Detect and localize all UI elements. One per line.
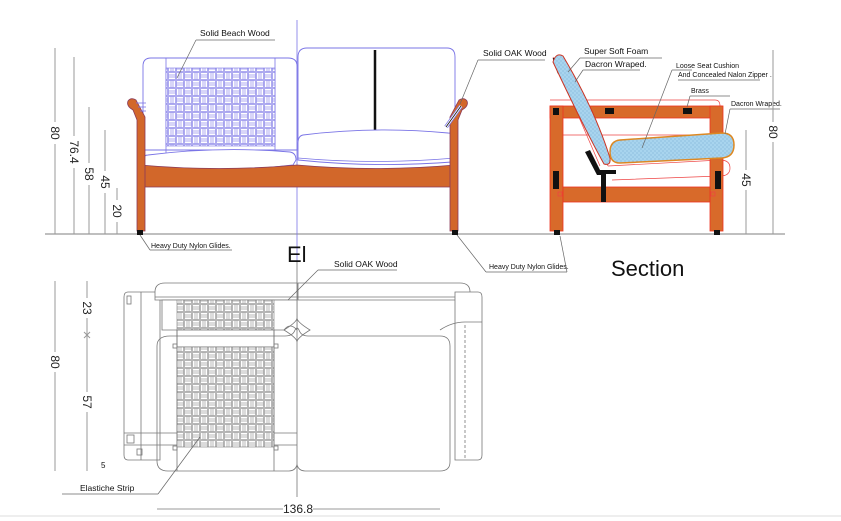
dim-76-4: 76.4 bbox=[67, 140, 81, 164]
label-dacron-back: Dacron Wraped. bbox=[585, 59, 647, 69]
plan-woven-panel-top bbox=[176, 299, 275, 331]
plan-dim-80: 80 bbox=[48, 355, 62, 369]
section-dim-45: 45 bbox=[739, 173, 753, 187]
elevation-dimensions: 80 76.4 58 45 20 bbox=[48, 48, 124, 234]
elevation-view: Solid Beach Wood Solid OAK Wood Heavy Du… bbox=[127, 20, 547, 267]
back-cushion-section bbox=[552, 54, 611, 165]
label-glides-section: Heavy Duty Nylon Glides. bbox=[489, 264, 569, 271]
dim-45: 45 bbox=[98, 175, 112, 189]
label-glides-elevation: Heavy Duty Nylon Glides. bbox=[151, 243, 231, 250]
label-super-soft-foam: Super Soft Foam bbox=[584, 46, 648, 56]
dim-58: 58 bbox=[82, 167, 96, 181]
plan-left-seat bbox=[156, 327, 451, 472]
label-solid-oak-wood-plan: Solid OAK Wood bbox=[334, 259, 398, 269]
plan-dim-width: 136.8 bbox=[283, 502, 313, 516]
section-lower-rail bbox=[562, 186, 711, 203]
plan-dim-57: 57 bbox=[80, 395, 94, 409]
seat-cushion-section bbox=[609, 132, 735, 164]
dim-80: 80 bbox=[48, 126, 62, 140]
right-glide bbox=[452, 230, 458, 235]
brass-fitting bbox=[683, 108, 692, 114]
plan-view: Solid OAK Wood Elastiche Strip 80 23 57 … bbox=[0, 259, 841, 517]
section-title: Section bbox=[611, 256, 684, 281]
right-arm-leg bbox=[449, 98, 468, 232]
section-dim-80: 80 bbox=[766, 125, 780, 139]
label-concealed-zipper: And Concealed Nalon Zipper . bbox=[678, 72, 772, 79]
back-bracket bbox=[585, 150, 616, 202]
left-glide bbox=[137, 230, 143, 235]
label-solid-oak-wood-elevation: Solid OAK Wood bbox=[483, 48, 547, 58]
plan-woven-panel-bottom bbox=[176, 346, 275, 448]
label-loose-seat-cushion: Loose Seat Cushion bbox=[676, 63, 739, 70]
woven-back-panel bbox=[165, 67, 276, 147]
seat-rail bbox=[139, 164, 456, 188]
label-dacron-seat: Dacron Wraped. bbox=[731, 101, 782, 108]
label-elastiche-strip: Elastiche Strip bbox=[80, 483, 135, 493]
section-view: Super Soft Foam Dacron Wraped. Loose Sea… bbox=[456, 46, 782, 281]
dim-20: 20 bbox=[110, 204, 124, 218]
right-back-cushion bbox=[297, 47, 456, 141]
plan-dim-5: 5 bbox=[101, 461, 106, 470]
section-back-leg bbox=[709, 105, 724, 232]
label-solid-beach-wood: Solid Beach Wood bbox=[200, 28, 270, 38]
label-brass: Brass bbox=[691, 88, 709, 95]
left-arm-leg bbox=[127, 98, 146, 232]
plan-dim-23: 23 bbox=[80, 301, 94, 315]
elevation-title: El bbox=[287, 242, 307, 267]
section-front-leg bbox=[549, 105, 564, 232]
